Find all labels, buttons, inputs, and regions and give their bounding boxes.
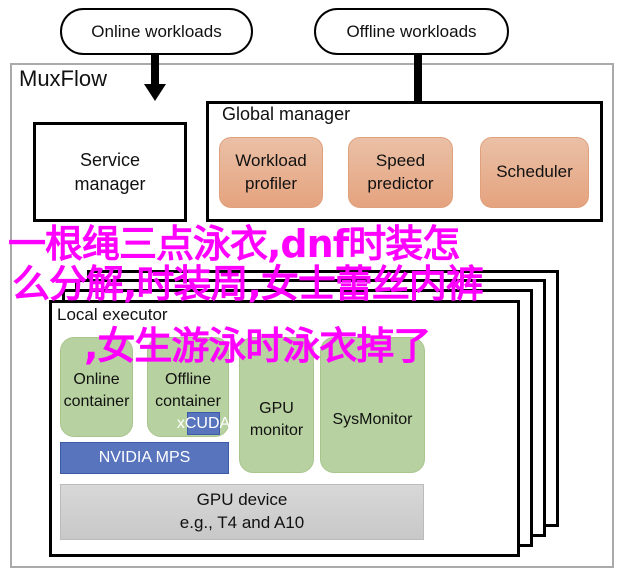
gpu-device: GPU device e.g., T4 and A10 xyxy=(60,484,424,540)
xcuda-label: xCUDA xyxy=(176,414,231,432)
gpu-device-examples: e.g., T4 and A10 xyxy=(179,513,305,532)
gpu-monitor-label: GPU monitor xyxy=(249,400,304,439)
arrow-icon xyxy=(144,55,166,101)
speed-predictor-label: Speed predictor xyxy=(367,150,434,193)
offline-workloads: Offline workloads xyxy=(314,8,509,55)
online-container-label: Online container xyxy=(63,371,130,410)
sysmonitor: SysMonitor xyxy=(320,337,425,473)
workload-profiler-label: Workload profiler xyxy=(235,150,307,193)
online-workloads: Online workloads xyxy=(60,8,253,55)
muxflow-title: MuxFlow xyxy=(19,66,108,91)
scheduler-label: Scheduler xyxy=(496,162,573,182)
nvidia-mps: NVIDIA MPS xyxy=(60,442,229,474)
muxflow-container xyxy=(10,63,614,568)
gpu-monitor: GPU monitor xyxy=(239,337,314,473)
speed-predictor: Speed predictor xyxy=(348,137,453,208)
offline-workloads-label: Offline workloads xyxy=(346,21,477,41)
service-manager-label: Service manager xyxy=(74,149,146,194)
online-container: Online container xyxy=(60,337,133,437)
overlay-text-line1: 一根绳三点泳衣,dnf时装怎 xyxy=(8,222,460,266)
offline-container-label: Offline container xyxy=(155,371,221,410)
sysmonitor-label: SysMonitor xyxy=(332,411,413,429)
nvidia-mps-label: NVIDIA MPS xyxy=(98,449,191,467)
overlay-text-line2: 么分解,时装周,女士蕾丝内裤 xyxy=(12,262,484,306)
gpu-device-label: GPU device xyxy=(196,490,288,510)
local-executor-title: Local executor xyxy=(57,305,168,324)
global-manager-title: Global manager xyxy=(222,104,351,124)
service-manager: Service manager xyxy=(33,122,187,222)
workload-profiler: Workload profiler xyxy=(219,137,323,208)
scheduler: Scheduler xyxy=(480,137,589,208)
xcuda-box: xCUDA xyxy=(177,412,230,435)
online-workloads-label: Online workloads xyxy=(91,21,222,41)
overlay-text-line3: ,女生游泳时泳衣掉了 xyxy=(84,324,431,368)
